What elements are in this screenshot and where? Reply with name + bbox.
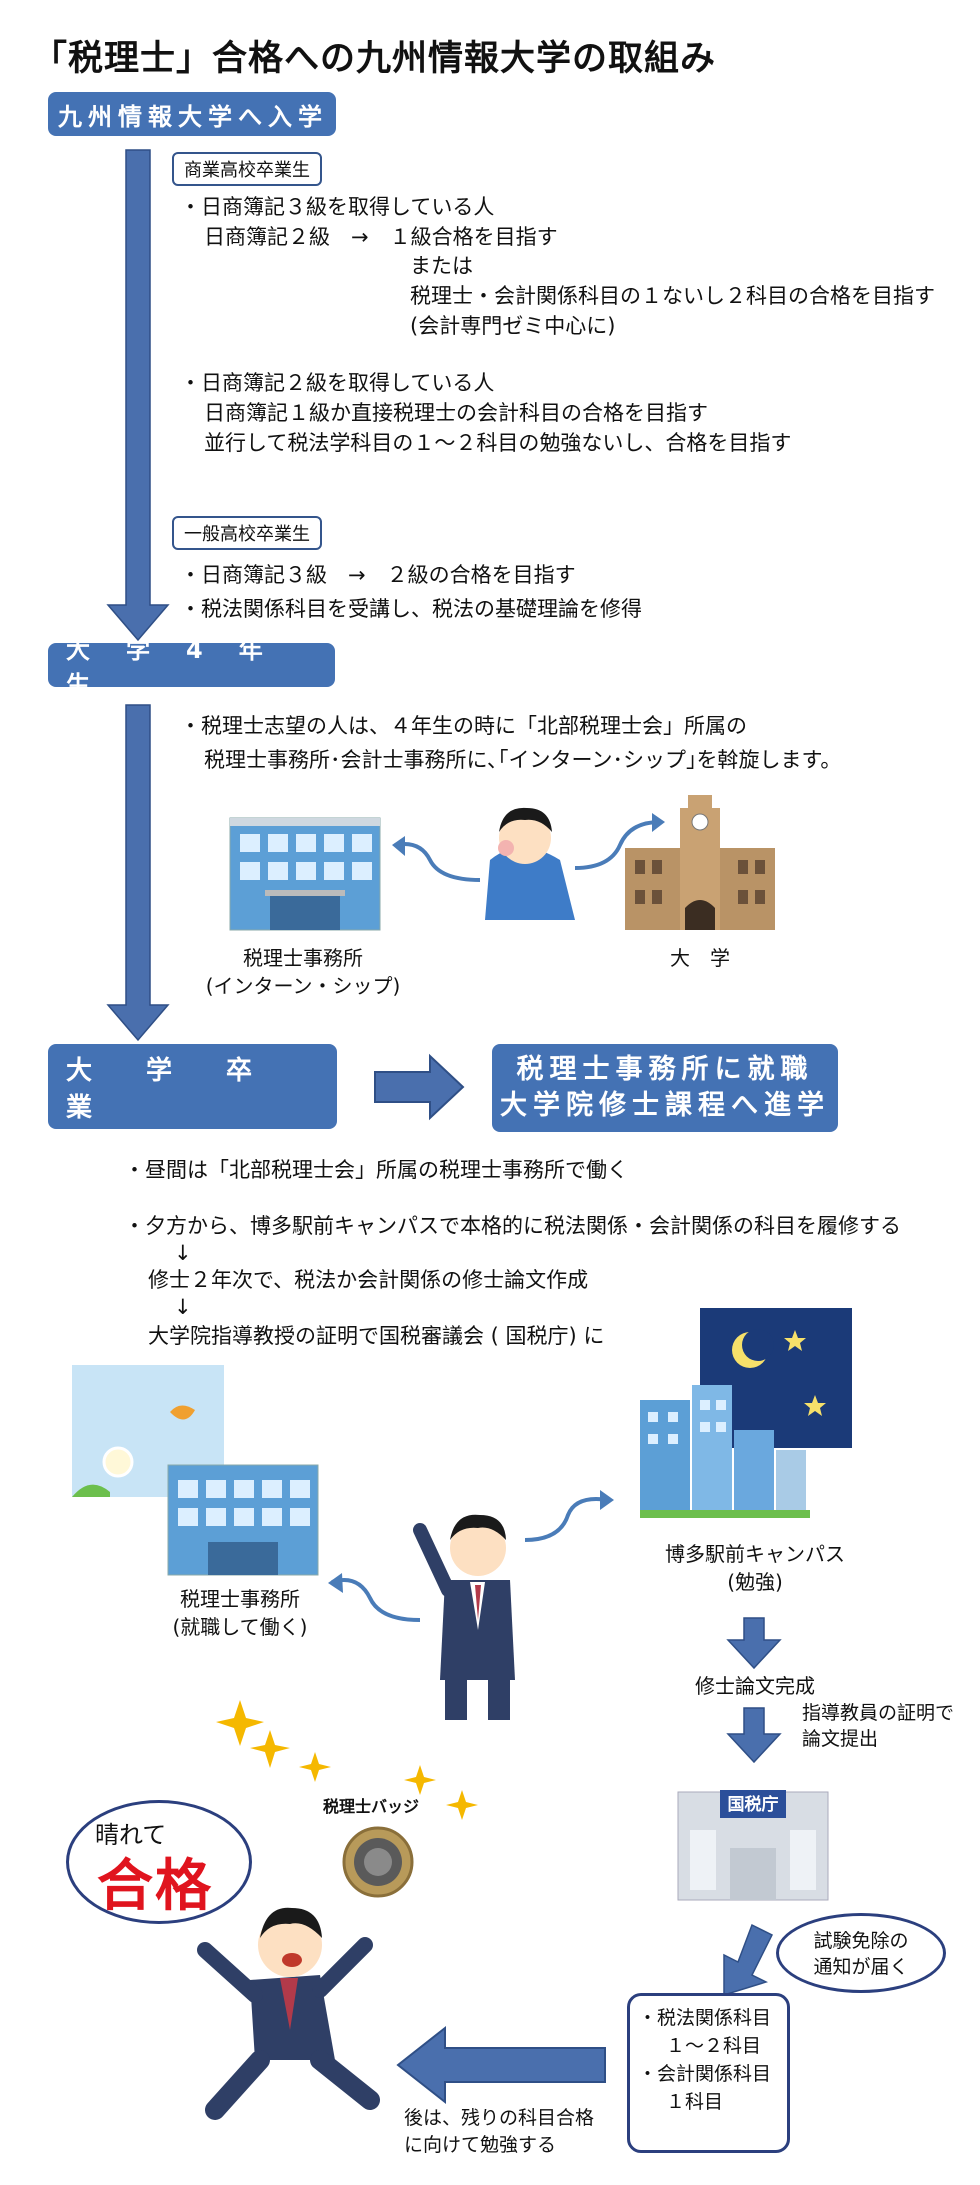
office-building-work-icon — [167, 1464, 319, 1576]
tag-general-graduates: 一般高校卒業生 — [172, 516, 322, 550]
sparkle-stars-icon — [216, 1700, 478, 1820]
down-left-arrow-icon — [723, 1923, 774, 1997]
university-building-icon — [625, 795, 775, 930]
night-sky-icon — [700, 1308, 852, 1448]
jumping-businessman-icon — [197, 1907, 380, 2120]
commercial-line-5: (会計専門ゼミ中心に) — [410, 314, 616, 338]
commercial-line-1: ・日商簿記３級を取得している人 — [180, 195, 495, 219]
label-tax-office-intern: 税理士事務所 (インターン・シップ) — [205, 946, 401, 998]
curve-arrow-right-icon — [574, 820, 661, 870]
general-line-2: ・税法関係科目を受講し、税法の基礎理論を修得 — [180, 597, 642, 621]
commercial-line-8: 並行して税法学科目の１～２科目の勉強ないし、合格を目指す — [204, 431, 792, 455]
tax-accountant-badge-icon — [342, 1826, 414, 1898]
office-building-icon — [229, 817, 381, 931]
grad-text-4: 大学院指導教授の証明で国税審議会 ( 国税庁) に — [148, 1324, 605, 1348]
label-hakata-campus: 博多駅前キャンパス (勉強) — [665, 1542, 845, 1594]
timeline-arrow-2 — [106, 704, 170, 1042]
stage-next-line2: 大学院修士課程へ進学 — [500, 1090, 830, 1121]
curve-arrow-left-icon — [394, 842, 481, 882]
label-national-tax-agency: 国税庁 — [727, 1795, 779, 1815]
commercial-line-6: ・日商簿記２級を取得している人 — [180, 371, 495, 395]
commercial-line-4: 税理士・会計関係科目の１ないし２科目の合格を目指す — [410, 284, 935, 308]
tag-commercial-graduates: 商業高校卒業生 — [172, 152, 322, 186]
label-tax-office-work: 税理士事務所 (就職して働く) — [172, 1587, 308, 1639]
grad-text-arrow-2: ↓ — [174, 1295, 192, 1319]
grad-text-2: ・夕方から、博多駅前キャンパスで本格的に税法関係・会計関係の科目を履修する — [124, 1214, 901, 1238]
grad-text-1: ・昼間は「北部税理士会」所属の税理士事務所で働く — [124, 1158, 628, 1182]
left-arrow-icon — [396, 2025, 606, 2105]
pass-line-1: 晴れて — [95, 1821, 167, 1849]
commercial-line-2: 日商簿記２級 → １級合格を目指す — [204, 225, 558, 249]
commercial-line-3: または — [410, 254, 473, 278]
badge-label: 税理士バッジ — [323, 1797, 420, 1816]
pass-callout: 晴れて 合格 — [66, 1800, 252, 1924]
pass-line-2: 合格 — [97, 1854, 213, 1919]
senior-text-1: ・税理士志望の人は、４年生の時に「北部税理士会」所属の — [180, 714, 747, 738]
commercial-line-7: 日商簿記１級か直接税理士の会計科目の合格を目指す — [204, 401, 708, 425]
grad-text-arrow-1: ↓ — [174, 1241, 192, 1265]
stage-graduate: 大学卒業 — [48, 1044, 337, 1129]
final-text: 後は、残りの科目合格 に向けて勉強する — [404, 2107, 595, 2156]
stage-next: 税理士事務所に就職 大学院修士課程へ進学 — [492, 1044, 838, 1132]
down-arrow-icon — [726, 1617, 782, 1670]
label-thesis-complete: 修士論文完成 — [695, 1674, 815, 1698]
result-line-4: １科目 — [666, 2091, 724, 2113]
stage-next-line1: 税理士事務所に就職 — [516, 1054, 814, 1085]
right-arrow-icon — [374, 1053, 465, 1121]
exempted-subjects-box: ・税法関係科目 １～２科目 ・会計関係科目 １科目 — [627, 1993, 790, 2153]
label-submit: 指導教員の証明で 論文提出 — [802, 1702, 955, 1750]
businessman-pointing-icon — [413, 1514, 515, 1720]
result-line-2: １～２科目 — [666, 2035, 762, 2057]
down-arrow-icon — [726, 1707, 782, 1764]
tax-agency-building-icon — [677, 1790, 829, 1901]
result-line-1: ・税法関係科目 — [638, 2007, 772, 2029]
curve-arrow-work-icon — [331, 1578, 421, 1622]
result-line-3: ・会計関係科目 — [638, 2063, 772, 2085]
curve-arrow-campus-icon — [524, 1497, 609, 1542]
page-title: 「税理士」合格への九州情報大学の取組み — [32, 39, 717, 79]
campus-buildings-icon — [640, 1385, 810, 1518]
student-person-icon — [485, 807, 575, 920]
general-line-1: ・日商簿記３級 → ２級の合格を目指す — [180, 563, 576, 587]
timeline-arrow-1 — [106, 149, 170, 642]
exemption-notice-bubble: 試験免除の 通知が届く — [776, 1913, 946, 1993]
label-university: 大 学 — [670, 946, 730, 970]
stage-enroll: 九州情報大学へ入学 — [48, 92, 336, 136]
senior-text-2: 税理士事務所･会計士事務所に､｢インターン･シップ｣を斡旋します。 — [204, 748, 842, 772]
grad-text-3: 修士２年次で、税法か会計関係の修士論文作成 — [148, 1268, 589, 1292]
